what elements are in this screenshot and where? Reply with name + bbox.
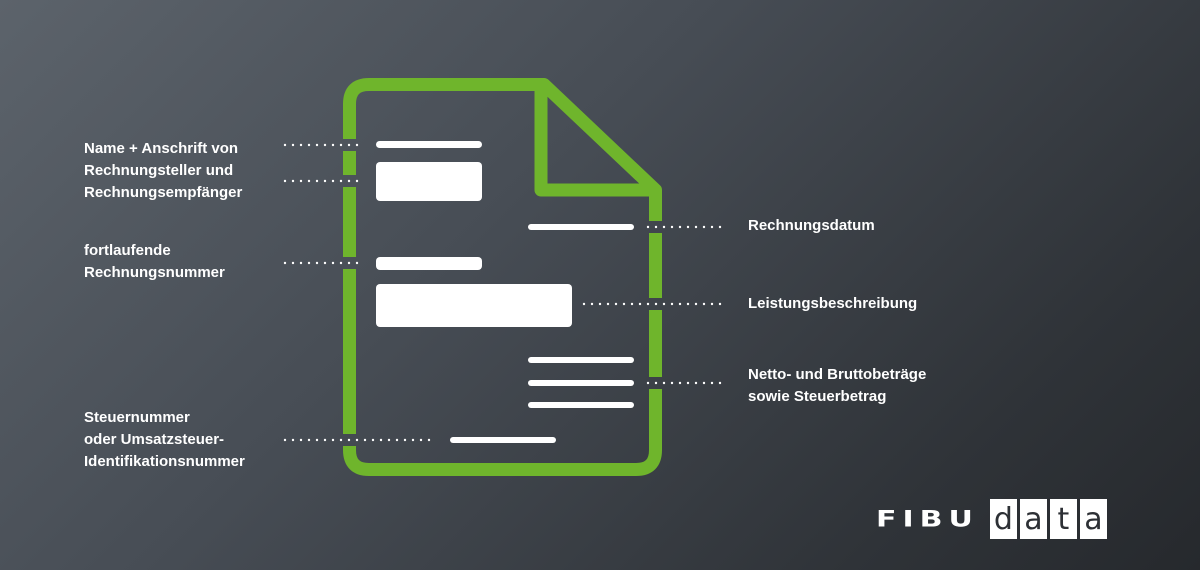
label-service-description: Leistungsbeschreibung	[748, 295, 918, 312]
logo-fibu: FIBU	[876, 505, 979, 533]
address-block	[376, 162, 482, 201]
sender-line	[376, 141, 482, 148]
date-line	[528, 224, 634, 230]
logo-letter: a	[1019, 499, 1047, 539]
label-invoice-date: Rechnungsdatum	[748, 217, 875, 234]
tax-id-line	[450, 437, 556, 443]
document-outline	[343, 78, 662, 476]
amount-line	[528, 357, 634, 363]
invoice-number-line	[376, 257, 482, 270]
logo-letter: a	[1079, 499, 1107, 539]
description-block	[376, 284, 572, 327]
label-invoice-number: fortlaufende Rechnungsnummer	[84, 242, 225, 281]
label-amounts: Netto- und Bruttobeträge sowie Steuerbet…	[748, 366, 927, 405]
amount-line	[528, 380, 634, 386]
logo-letter: t	[1049, 499, 1077, 539]
label-tax-number: Steuernummer oder Umsatzsteuer- Identifi…	[84, 409, 245, 470]
amount-line	[528, 402, 634, 408]
label-name-address: Name + Anschrift von Rechnungsteller und…	[84, 140, 243, 201]
document-fold	[534, 84, 656, 197]
logo-letter: d	[989, 499, 1017, 539]
fibudata-logo: FIBU d a t a	[876, 498, 1107, 540]
